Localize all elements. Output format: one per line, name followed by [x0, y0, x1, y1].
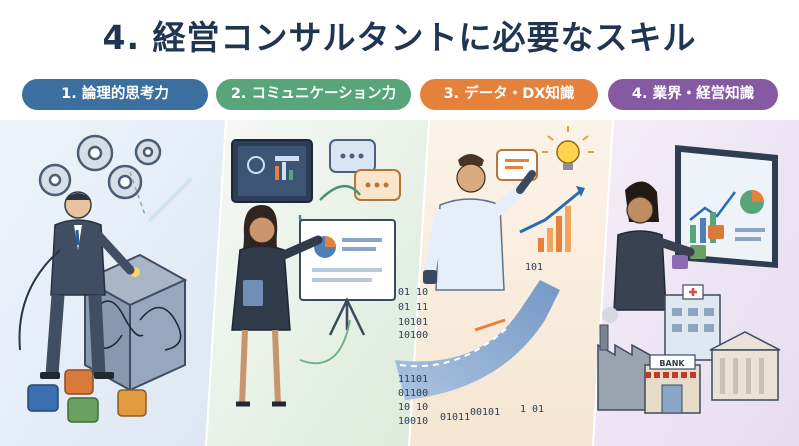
- binary-text: 01011: [440, 412, 470, 423]
- binary-text: 01100: [398, 388, 428, 399]
- panel-data-dx: 01 10 01 11 10101 10100 11101 01100 10 1…: [395, 120, 612, 446]
- executive-figure: [613, 181, 695, 311]
- speech-bubble-icon: [329, 139, 401, 201]
- panel-logical-thinking: [0, 120, 225, 446]
- panel-industry-knowledge: BANK: [594, 120, 799, 446]
- skill-tab-communication: 2. コミュニケーション力: [216, 79, 411, 110]
- panel-communication: [207, 120, 428, 446]
- skill-tab-data-dx: 3. データ・DX知識: [420, 79, 598, 110]
- binary-text: 11101: [398, 374, 428, 385]
- bank-building: BANK: [644, 354, 701, 414]
- bank-sign: BANK: [659, 359, 685, 368]
- data-flow-arrow: [395, 280, 560, 400]
- skill-tab-industry-knowledge: 4. 業界・経営知識: [608, 79, 778, 110]
- binary-text: 10010: [398, 416, 428, 427]
- lightbulb-icon: [542, 126, 594, 170]
- page-title: 4. 経営コンサルタントに必要なスキル: [102, 18, 697, 57]
- binary-text: 1 01: [520, 404, 544, 415]
- growth-chart-icon: [519, 186, 585, 252]
- analyst-figure: [423, 154, 536, 291]
- consultant-figure: [18, 191, 135, 379]
- binary-text: 01 10: [398, 287, 428, 298]
- analytics-monitor: [675, 145, 778, 268]
- binary-text: 10100: [398, 330, 428, 341]
- illustration-panels: 01 10 01 11 10101 10100 11101 01100 10 1…: [0, 120, 799, 446]
- gear-icon: [38, 134, 162, 200]
- binary-text: 00101: [470, 407, 500, 418]
- presentation-board: [299, 219, 396, 336]
- binary-text: 101: [525, 262, 543, 273]
- government-building: [709, 331, 781, 401]
- binary-text: 10101: [398, 317, 428, 328]
- presenter-figure: [231, 205, 323, 407]
- binary-text: 01 11: [398, 302, 428, 313]
- binary-text: 10 10: [398, 402, 428, 413]
- skill-tab-logical-thinking: 1. 論理的思考力: [22, 79, 208, 110]
- factory-building: [597, 307, 651, 411]
